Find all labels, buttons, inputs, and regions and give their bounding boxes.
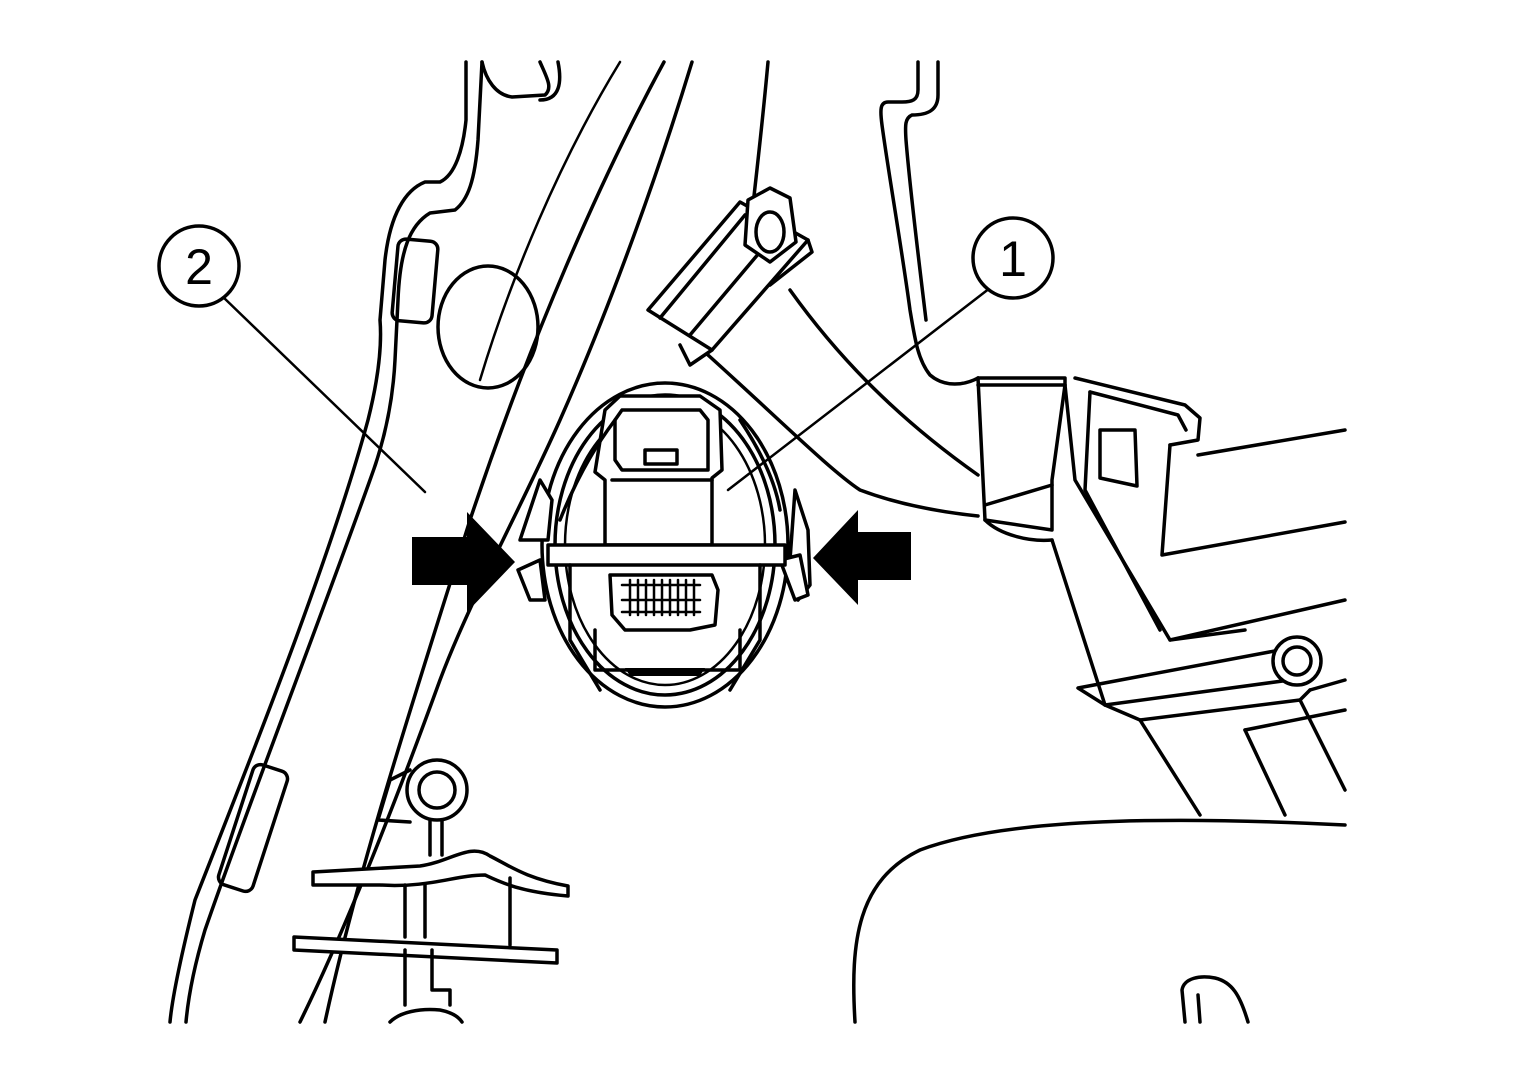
body-structure (706, 60, 1347, 1024)
callout-2: 2 (157, 224, 241, 308)
callout-2-circle (157, 224, 241, 308)
stud-bracket (292, 758, 570, 1024)
press-arrow-left-side (412, 512, 515, 612)
callout-1-label: 1 (999, 231, 1027, 287)
callout-2-label: 2 (185, 239, 213, 295)
press-arrow-right-side (813, 510, 911, 605)
leader-line-1 (726, 286, 992, 492)
callout-1-circle (971, 216, 1055, 300)
callout-1: 1 (971, 216, 1055, 300)
round-connector-component (516, 381, 812, 709)
leader-line-2 (220, 294, 427, 494)
retainer-clip (646, 186, 814, 367)
